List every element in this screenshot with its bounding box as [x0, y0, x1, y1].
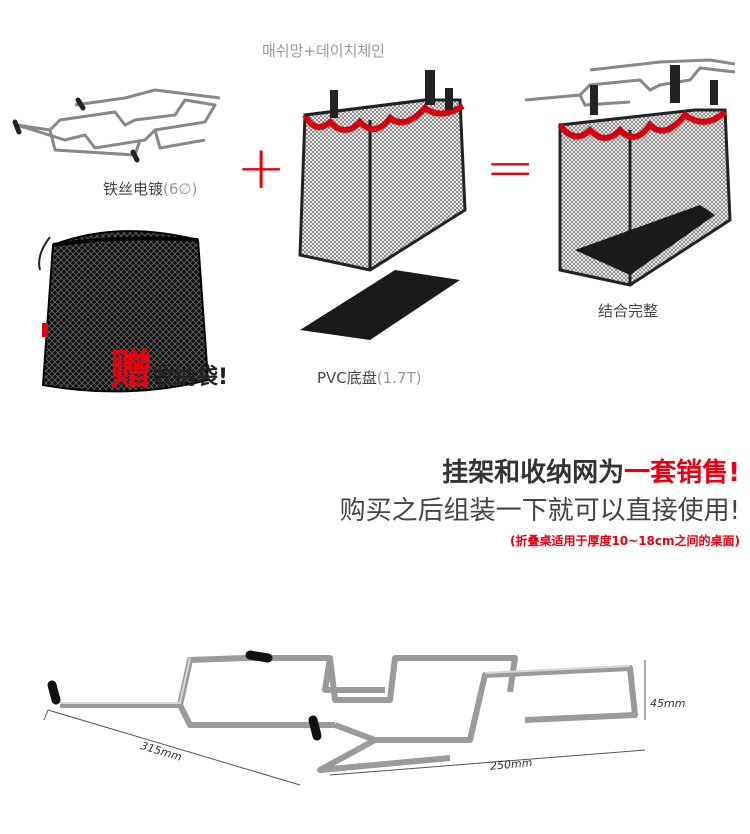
dimension-height: 45mm: [650, 697, 686, 710]
promo-line-1-prefix: 挂架和收纳网为: [442, 458, 625, 488]
promo-line-2: 购买之后组装一下就可以直接使用!: [339, 496, 740, 526]
gift-small-text: 收纳袋!: [152, 365, 229, 390]
pvc-spec: (1.7T): [376, 369, 422, 387]
wire-rack-image: [12, 88, 221, 163]
equals-icon: =: [485, 133, 536, 203]
dimension-drawing: [43, 650, 646, 786]
mesh-chain-label: 매쉬망+데이치체인: [262, 42, 385, 60]
gift-big-char: 赠: [110, 345, 153, 394]
pvc-board-image: [300, 270, 460, 340]
plus-icon: +: [236, 133, 287, 203]
drawstring-bag-image: [38, 230, 210, 393]
gift-label: 赠收纳袋!: [110, 336, 228, 397]
pvc-label: PVC底盘: [317, 369, 377, 387]
promo-line-1-highlight: 一套销售!: [624, 458, 740, 488]
promo-line-1: 挂架和收纳网为一套销售!: [442, 452, 740, 489]
wire-spec: (6∅): [163, 180, 198, 198]
combined-label: 结合完整: [598, 302, 659, 320]
mesh-basket-image: [298, 70, 467, 272]
assembled-product-image: [524, 58, 736, 287]
wire-label: 铁丝电镀: [103, 180, 164, 198]
promo-note: (折叠桌适用于厚度10~18cm之间的桌面): [509, 534, 740, 548]
